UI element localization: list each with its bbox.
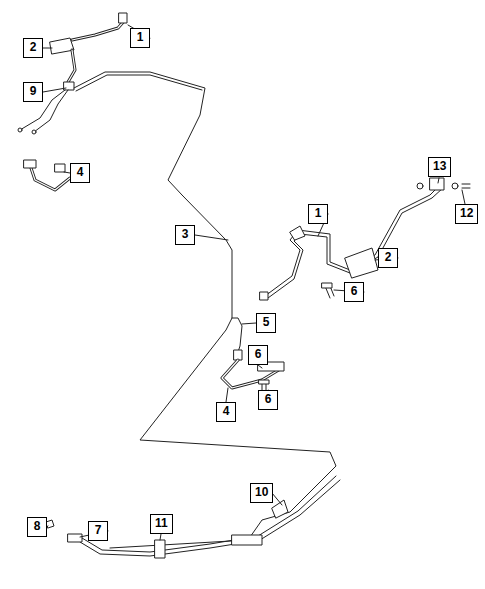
callout-number: 6 (258, 390, 278, 410)
callout-number: 3 (175, 225, 195, 245)
callout-number: 2 (378, 248, 398, 268)
callout-number: 8 (27, 517, 47, 537)
callout-number: 6 (248, 345, 268, 365)
callout-number: 13 (428, 157, 451, 177)
callout-number: 1 (308, 204, 328, 224)
callout-number: 10 (250, 483, 273, 503)
callout-number: 11 (150, 514, 173, 534)
callout-number: 12 (455, 204, 478, 224)
callout-number: 7 (88, 521, 108, 541)
callout-number: 6 (344, 282, 364, 302)
callout-number: 1 (130, 28, 150, 48)
callout-number: 9 (23, 82, 43, 102)
callout-number: 2 (23, 38, 43, 58)
callout-number: 4 (70, 163, 90, 183)
callout-number: 5 (256, 313, 276, 333)
callout-number: 4 (216, 402, 236, 422)
